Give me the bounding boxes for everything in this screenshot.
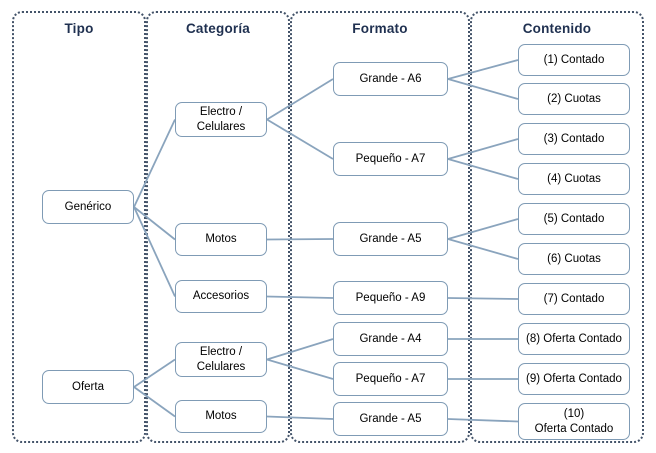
node-fmt-g-a5b[interactable]: Grande - A5 — [333, 402, 448, 436]
node-c10[interactable]: (10) Oferta Contado — [518, 403, 630, 440]
swimlane-title-tipo: Tipo — [64, 21, 94, 36]
swimlane-title-formato: Formato — [352, 21, 408, 36]
node-generico[interactable]: Genérico — [42, 190, 134, 224]
node-cat-electro-of[interactable]: Electro / Celulares — [175, 342, 267, 377]
node-oferta[interactable]: Oferta — [42, 370, 134, 404]
node-fmt-g-a5a[interactable]: Grande - A5 — [333, 222, 448, 256]
node-fmt-g-a6[interactable]: Grande - A6 — [333, 62, 448, 96]
node-c7[interactable]: (7) Contado — [518, 283, 630, 315]
node-fmt-p-a9[interactable]: Pequeño - A9 — [333, 281, 448, 315]
node-fmt-g-a4[interactable]: Grande - A4 — [333, 322, 448, 356]
node-c1[interactable]: (1) Contado — [518, 44, 630, 76]
node-fmt-p-a7b[interactable]: Pequeño - A7 — [333, 362, 448, 396]
node-c3[interactable]: (3) Contado — [518, 123, 630, 155]
node-fmt-p-a7a[interactable]: Pequeño - A7 — [333, 142, 448, 176]
swimlane-title-categoria: Categoría — [185, 21, 251, 36]
node-c4[interactable]: (4) Cuotas — [518, 163, 630, 195]
node-c6[interactable]: (6) Cuotas — [518, 243, 630, 275]
node-cat-motos-of[interactable]: Motos — [175, 400, 267, 433]
node-c2[interactable]: (2) Cuotas — [518, 83, 630, 115]
node-cat-motos-gen[interactable]: Motos — [175, 223, 267, 256]
node-cat-electro-gen[interactable]: Electro / Celulares — [175, 102, 267, 137]
node-c8[interactable]: (8) Oferta Contado — [518, 323, 630, 355]
node-cat-accesorios[interactable]: Accesorios — [175, 280, 267, 313]
swimlane-title-contenido: Contenido — [522, 21, 592, 36]
node-c5[interactable]: (5) Contado — [518, 203, 630, 235]
node-c9[interactable]: (9) Oferta Contado — [518, 363, 630, 395]
